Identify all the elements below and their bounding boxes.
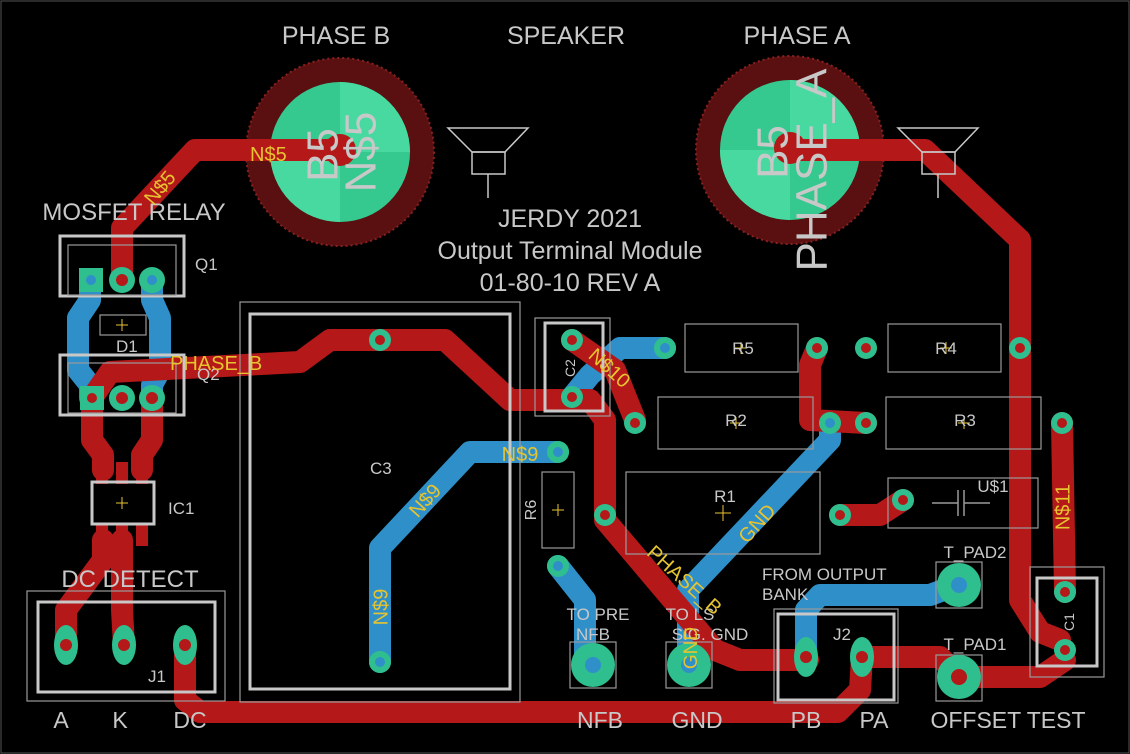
net-phase-b-1: PHASE_B — [170, 353, 262, 375]
offset-test-label: OFFSET TEST — [930, 707, 1085, 733]
speaker-icon-right — [896, 127, 980, 198]
q1-label: Q1 — [195, 255, 218, 274]
origin-markers — [116, 319, 970, 521]
c1-outline — [1029, 566, 1105, 678]
gnd-pad-outline — [665, 641, 713, 689]
t-pad2-outline — [935, 561, 983, 609]
board-part-number: 01-80-10 REV A — [480, 269, 661, 297]
r2-outline — [657, 396, 814, 450]
c2-outline-outer — [534, 317, 611, 417]
net-gnd-2: GND — [681, 627, 702, 669]
q2-outline — [58, 353, 186, 417]
ns5-terminal-label: N$5 — [337, 112, 386, 193]
pads — [54, 267, 1076, 699]
q1-outline — [58, 234, 186, 298]
phase-b-label: PHASE B — [282, 22, 390, 50]
bank-label: BANK — [762, 585, 809, 604]
pa-label: PA — [860, 707, 890, 733]
j1-label: J1 — [148, 667, 166, 686]
d1-label: D1 — [116, 337, 138, 356]
j1-outline — [26, 590, 226, 702]
j2-outline — [773, 608, 899, 704]
r3-outline — [885, 396, 1042, 450]
r2-label: R2 — [725, 411, 747, 430]
r5-outline — [684, 323, 799, 373]
c3-label: C3 — [370, 459, 392, 478]
r4-outline — [887, 323, 1002, 373]
b5-right-label: B5 — [749, 125, 798, 179]
pin-dc-label: DC — [173, 707, 206, 733]
c2-outline — [543, 321, 605, 413]
t-pad1-label: T_PAD1 — [944, 635, 1007, 654]
nfb-label: NFB — [577, 707, 623, 733]
b5-left-label: B5 — [299, 128, 348, 182]
ic1-label: IC1 — [168, 499, 194, 518]
to-ls-label: TO LS — [666, 605, 715, 624]
nfb-pad-outline — [569, 641, 617, 689]
r6-label: R6 — [523, 500, 540, 521]
c1-label: C1 — [1061, 613, 1077, 631]
from-output-label: FROM OUTPUT — [762, 565, 887, 584]
mosfet-relay-label: MOSFET RELAY — [42, 199, 225, 226]
pin-a-label: A — [53, 707, 69, 733]
ic1-body — [90, 462, 156, 546]
u1-outline — [887, 477, 1039, 529]
q2-pads — [80, 385, 165, 411]
j2-label: J2 — [833, 625, 851, 644]
t-pad2-label: T_PAD2 — [944, 543, 1007, 562]
j1-pads — [54, 625, 197, 665]
net-ns5-trace: N$5 — [250, 144, 287, 166]
r4-label: R4 — [935, 339, 957, 358]
to-pre-label: TO PRE — [567, 605, 630, 624]
speaker-icon — [446, 127, 530, 198]
phase-a-net-label: PHASE_A — [788, 68, 837, 272]
board-title: JERDY 2021 — [498, 205, 642, 233]
bottom-copper — [67, 269, 968, 676]
j2-pads — [794, 637, 874, 677]
u1-label: U$1 — [977, 477, 1008, 496]
c3-outline — [239, 301, 521, 703]
phase-a-label: PHASE A — [744, 22, 851, 50]
nfb-small-label: NFB — [576, 625, 610, 644]
small-vias — [369, 329, 1076, 673]
q2-label: Q2 — [197, 365, 220, 384]
pin-k-label: K — [112, 707, 128, 733]
net-ns9-3: N$9 — [370, 589, 392, 626]
gnd-label: GND — [671, 707, 722, 733]
sig-gnd-label: SIG. GND — [672, 625, 749, 644]
pb-label: PB — [791, 707, 822, 733]
q1-pads — [79, 267, 165, 293]
d1-outline — [99, 314, 147, 336]
net-ns11: N$11 — [1052, 484, 1074, 530]
r3-label: R3 — [954, 411, 976, 430]
c2-label: C2 — [562, 359, 578, 377]
net-ns9-1: N$9 — [502, 444, 539, 466]
u1-cap-symbol — [932, 490, 990, 516]
r1-label: R1 — [714, 487, 736, 506]
round-test-pads — [571, 563, 981, 699]
speaker-label: SPEAKER — [507, 22, 625, 50]
r1-outline — [625, 471, 821, 555]
r6-outline — [541, 471, 575, 549]
board-subtitle: Output Terminal Module — [438, 237, 703, 265]
r5-label: R5 — [732, 339, 754, 358]
dc-detect-label: DC DETECT — [61, 566, 199, 593]
